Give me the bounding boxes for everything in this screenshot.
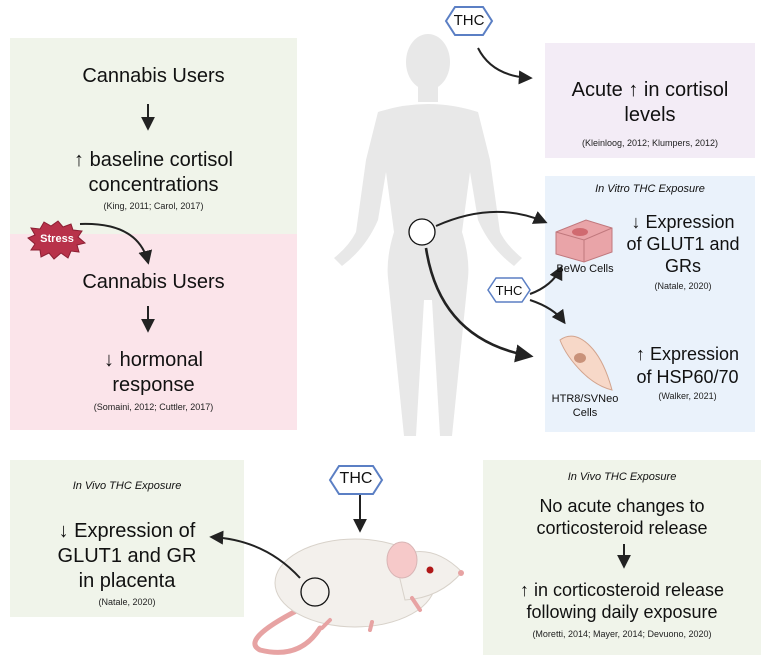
acute-cortisol-line-2: levels [624, 104, 676, 126]
thc-badge-top: THC [453, 12, 485, 29]
htr8-cell-label-2: Cells [572, 407, 598, 419]
in-vivo-left-heading: In Vivo THC Exposure [72, 480, 182, 492]
acute-cortisol-panel [545, 43, 755, 158]
bewo-result-line-1: ↓ Expression [631, 212, 735, 232]
in-vitro-heading: In Vitro THC Exposure [595, 183, 705, 195]
acute-cortisol-ref: (Kleinloog, 2012; Klumpers, 2012) [581, 138, 719, 148]
baseline-cortisol-line-2: concentrations [88, 174, 219, 196]
baseline-cortisol-ref: (King, 2011; Carol, 2017) [103, 201, 204, 211]
in-vitro-panel [545, 176, 755, 432]
in-vivo-right-line-2: corticosteroid release [536, 518, 708, 538]
in-vivo-left-panel [10, 460, 244, 617]
in-vivo-left-line-1: ↓ Expression of [58, 520, 196, 542]
in-vivo-left-line-3: in placenta [78, 570, 176, 592]
stress-label: Stress [40, 233, 74, 245]
in-vivo-right-line-3: ↑ in corticosteroid release [519, 580, 725, 600]
htr8-result-line-2: of HSP60/70 [636, 367, 739, 387]
cannabis-users-panel [10, 38, 297, 234]
cannabis-users-title-2: Cannabis Users [82, 271, 225, 293]
htr8-ref: (Walker, 2021) [658, 391, 717, 401]
acute-cortisol-line-1: Acute ↑ in cortisol [571, 79, 729, 101]
hormonal-response-line-2: response [112, 374, 195, 396]
stress-starburst [27, 220, 87, 260]
in-vivo-left-line-2: GLUT1 and GR [57, 545, 197, 567]
in-vivo-right-heading: In Vivo THC Exposure [567, 471, 677, 483]
in-vivo-right-ref: (Moretti, 2014; Mayer, 2014; Devuono, 20… [532, 629, 712, 639]
thc-badge-mid: THC [495, 283, 523, 298]
bewo-cell-label: BeWo Cells [556, 263, 614, 275]
in-vivo-right-line-1: No acute changes to [539, 496, 705, 516]
cannabis-users-title-1: Cannabis Users [82, 65, 225, 87]
bewo-result-line-2: of GLUT1 and [626, 234, 740, 254]
flow-arrows [79, 47, 631, 579]
htr8-cell-label-1: HTR8/SVNeo [551, 393, 619, 405]
hormonal-response-line-1: ↓ hormonal [104, 349, 203, 371]
human-silhouette [334, 34, 522, 436]
in-vivo-left-ref: (Natale, 2020) [98, 597, 156, 607]
bewo-ref: (Natale, 2020) [654, 281, 712, 291]
thc-badge-bottom: THC [339, 470, 373, 487]
mouse-illustration [252, 538, 464, 655]
bewo-result-line-3: GRs [665, 256, 701, 276]
baseline-cortisol-line-1: ↑ baseline cortisol [74, 149, 233, 171]
bewo-cell-icon [555, 219, 613, 263]
htr8-result-line-1: ↑ Expression [635, 344, 740, 364]
in-vivo-right-line-4: following daily exposure [526, 602, 718, 622]
htr8-cell-icon [559, 335, 613, 391]
hormonal-response-ref: (Somaini, 2012; Cuttler, 2017) [93, 402, 214, 412]
